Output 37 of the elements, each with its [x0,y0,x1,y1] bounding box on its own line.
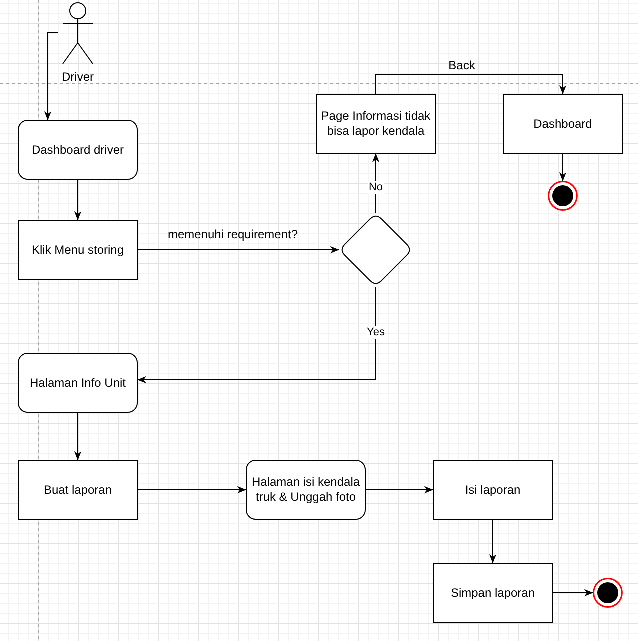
edge-label: No [368,182,384,194]
node-label: Simpan laporan [450,586,536,600]
arrow [559,154,567,182]
final-state-icon [593,578,623,608]
arrow [489,520,497,564]
arrow [552,589,594,597]
arrow [74,412,82,460]
node-label: Klik Menu storing [32,242,124,258]
process-box [246,460,366,520]
arrow [366,486,434,494]
node-label: Page Informasi tidak bisa lapor kendala [320,109,432,139]
edge-label: Yes [366,326,386,340]
arrow [138,246,340,254]
node-label: Dashboard driver [32,142,124,158]
arrow [44,32,58,120]
node-label: Dashboard [534,116,592,132]
arrow [376,74,567,94]
process-box [433,460,553,520]
process-box [18,220,138,280]
process-box [503,94,623,154]
process-box [18,460,138,520]
process-box [18,120,138,180]
arrow [138,286,376,384]
node-label: Halaman isi kendala truk & Unggah foto [250,475,362,505]
final-state-icon [548,181,578,211]
process-box [18,353,138,413]
node-label: Halaman Info Unit [30,376,126,390]
arrow [74,180,82,220]
arrow [138,486,246,494]
decision-diamond [339,213,413,287]
edge-label: Back [448,60,476,72]
node-label: Isi laporan [465,482,521,498]
edge-label: memenuhi requirement? [168,228,298,242]
node-label: Buat laporan [44,482,112,498]
process-box [316,94,436,154]
actor-label: Driver [62,70,94,85]
process-box [433,563,553,623]
